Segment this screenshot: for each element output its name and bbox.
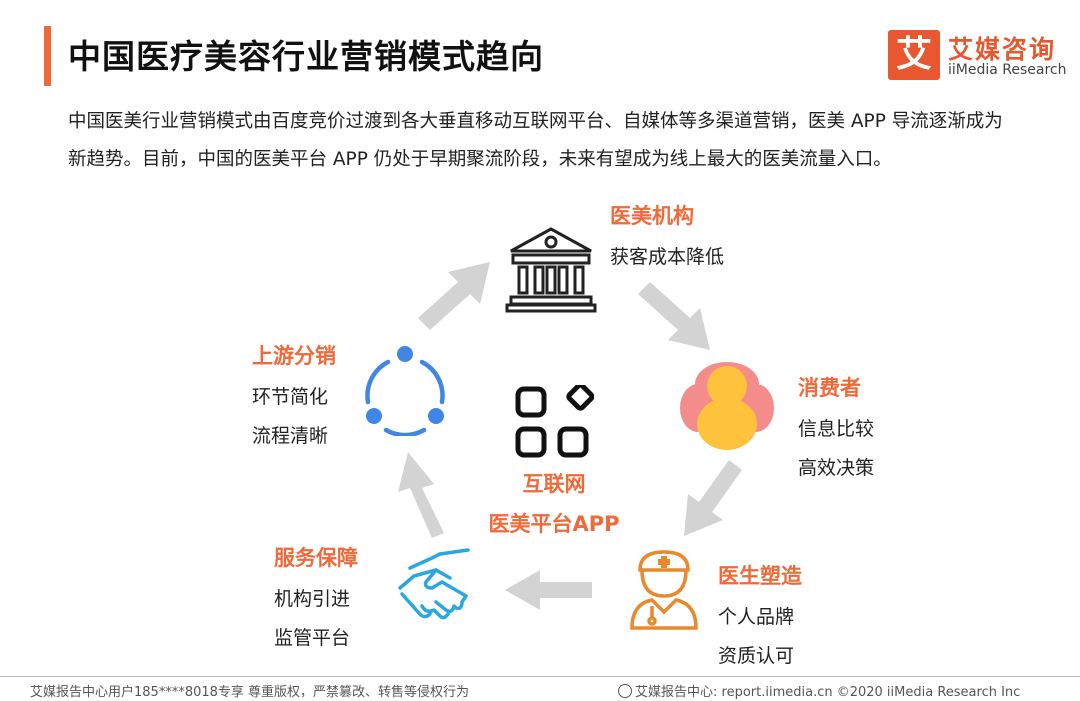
arrow-institution-to-consumer xyxy=(638,282,710,350)
intro-paragraph: 中国医美行业营销模式由百度竞价过渡到各大垂直移动互联网平台、自媒体等多渠道营销，… xyxy=(68,111,1003,170)
node-upstream-line-1: 环节简化 xyxy=(252,386,329,408)
arrow-service-to-upstream xyxy=(398,452,444,538)
node-upstream-title: 上游分销 xyxy=(252,344,336,368)
node-doctor-line-2: 资质认可 xyxy=(718,645,795,667)
node-service: 服务保障 机构引进 监管平台 xyxy=(274,542,358,650)
brand-logo: 艾 艾媒咨询 iiMedia Research xyxy=(888,30,1068,82)
bank-building-icon xyxy=(505,227,597,313)
node-consumer-title: 消费者 xyxy=(798,376,861,400)
title-accent-bar xyxy=(44,26,51,86)
node-service-title: 服务保障 xyxy=(274,546,358,570)
apps-grid-icon xyxy=(515,385,594,458)
node-consumer-line-1: 信息比较 xyxy=(798,418,875,440)
node-service-line-1: 机构引进 xyxy=(274,588,351,610)
footer-copyright-note: 艾媒报告中心用户185****8018专享 尊重版权，严禁篡改、转售等侵权行为 xyxy=(30,685,470,700)
share-nodes-icon xyxy=(365,346,445,436)
node-institution-line-1: 获客成本降低 xyxy=(610,246,725,268)
brand-logo-mark: 艾 xyxy=(888,30,940,80)
doctor-icon xyxy=(630,550,698,630)
node-doctor: 医生塑造 个人品牌 资质认可 xyxy=(718,560,802,668)
node-consumer: 消费者 信息比较 高效决策 xyxy=(798,372,874,480)
node-doctor-line-1: 个人品牌 xyxy=(718,606,795,628)
node-upstream-line-2: 流程清晰 xyxy=(252,425,329,447)
handshake-icon xyxy=(398,548,470,620)
brand-name-cn: 艾媒咨询 xyxy=(948,35,1057,64)
consumer-gourd-icon xyxy=(680,362,774,450)
center-label-internet: 互联网 xyxy=(522,472,586,496)
node-doctor-title: 医生塑造 xyxy=(718,564,802,588)
globe-icon xyxy=(618,684,632,698)
arrow-doctor-to-service xyxy=(505,570,592,610)
arrow-consumer-to-doctor xyxy=(684,460,742,536)
arrow-upstream-to-institution xyxy=(418,262,490,330)
footer-source: 艾媒报告中心: report.iimedia.cn ©2020 iiMedia … xyxy=(618,681,1020,700)
center-label-app: 医美平台APP xyxy=(488,512,620,536)
node-upstream: 上游分销 环节简化 流程清晰 xyxy=(252,340,336,448)
page-title: 中国医疗美容行业营销模式趋向 xyxy=(68,37,544,76)
brand-name-en: iiMedia Research xyxy=(948,62,1067,78)
footer-source-text: 艾媒报告中心: report.iimedia.cn ©2020 iiMedia … xyxy=(635,685,1021,700)
footer-divider xyxy=(0,676,1080,677)
node-service-line-2: 监管平台 xyxy=(274,627,351,649)
node-consumer-line-2: 高效决策 xyxy=(798,457,875,479)
node-institution: 医美机构 获客成本降低 xyxy=(610,200,724,269)
node-institution-title: 医美机构 xyxy=(610,204,694,228)
